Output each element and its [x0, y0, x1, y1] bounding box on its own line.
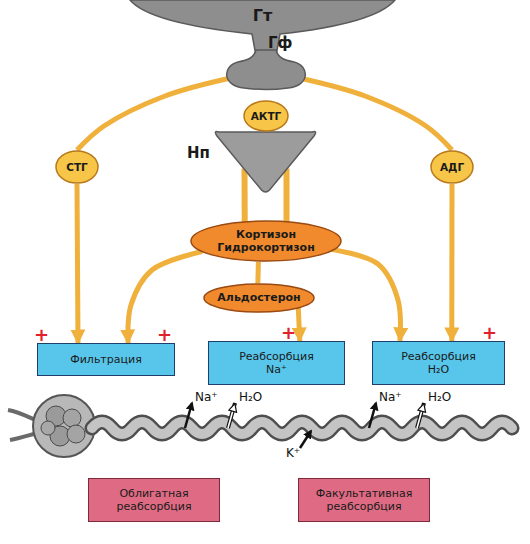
- process-box: Реабсорбция Na⁺: [208, 341, 345, 385]
- hormone-arrow: [449, 184, 454, 341]
- ion-label: H₂O: [239, 391, 262, 403]
- reabsorption-box: Облигатная реабсорбция: [88, 478, 220, 522]
- hormone-circle: АКТГ: [243, 100, 289, 132]
- node-text: Реабсорбция H₂O: [393, 350, 485, 376]
- pituitary-shape: Гф: [222, 50, 308, 90]
- hormone-arrow: [255, 262, 261, 283]
- node-text: Гф: [268, 34, 292, 52]
- reabsorption-box: Факультативная реабсорбция: [298, 478, 430, 522]
- renal-tubule: [92, 422, 512, 434]
- ion-label: K⁺: [286, 447, 300, 459]
- hormone-circle: СТГ: [55, 150, 99, 184]
- plus-sign: +: [34, 326, 49, 344]
- node-text: Факультативная реабсорбция: [304, 487, 424, 513]
- hormone-oval: Альдостерон: [203, 283, 315, 313]
- node-text: Нп: [187, 144, 210, 162]
- node-text: АКТГ: [251, 110, 282, 123]
- hormone-arrow: [242, 168, 248, 224]
- hormone-arrow: [331, 249, 400, 341]
- hormone-oval: Кортизон Гидрокортизон: [190, 220, 342, 262]
- hormone-arrow: [77, 78, 231, 150]
- plus-sign: +: [157, 326, 172, 344]
- node-text: Облигатная реабсорбция: [102, 487, 206, 513]
- hormone-arrow: [284, 168, 290, 224]
- process-box: Фильтрация: [37, 343, 175, 376]
- node-text: Фильтрация: [70, 353, 142, 366]
- node-text: Гт: [130, 6, 395, 25]
- node-text: Реабсорбция Na⁺: [231, 350, 323, 376]
- node-text: Альдостерон: [217, 291, 300, 304]
- node-text: СТГ: [66, 161, 88, 174]
- hormone-arrow: [128, 252, 202, 344]
- ion-label: H₂O: [428, 391, 451, 403]
- plus-sign: +: [482, 324, 497, 342]
- glomerulus: [8, 395, 95, 457]
- adrenal-gland: Нп: [213, 130, 318, 194]
- adrenal-gland-outline: [213, 130, 318, 194]
- hormone-arrow: [298, 306, 300, 342]
- node-text: АДГ: [440, 161, 464, 174]
- hypothalamus-shape: Гт: [130, 0, 395, 56]
- hormone-arrow: [75, 184, 81, 343]
- plus-sign: +: [281, 324, 296, 342]
- hormone-circle: АДГ: [430, 150, 474, 184]
- pituitary-shape-outline: [222, 50, 308, 90]
- ion-label: Na⁺: [195, 391, 218, 403]
- transport-arrows: [185, 403, 424, 448]
- hormone-arrow: [299, 78, 452, 150]
- process-box: Реабсорбция H₂O: [372, 341, 505, 385]
- ion-label: Na⁺: [379, 391, 402, 403]
- node-text: Кортизон Гидрокортизон: [211, 228, 321, 254]
